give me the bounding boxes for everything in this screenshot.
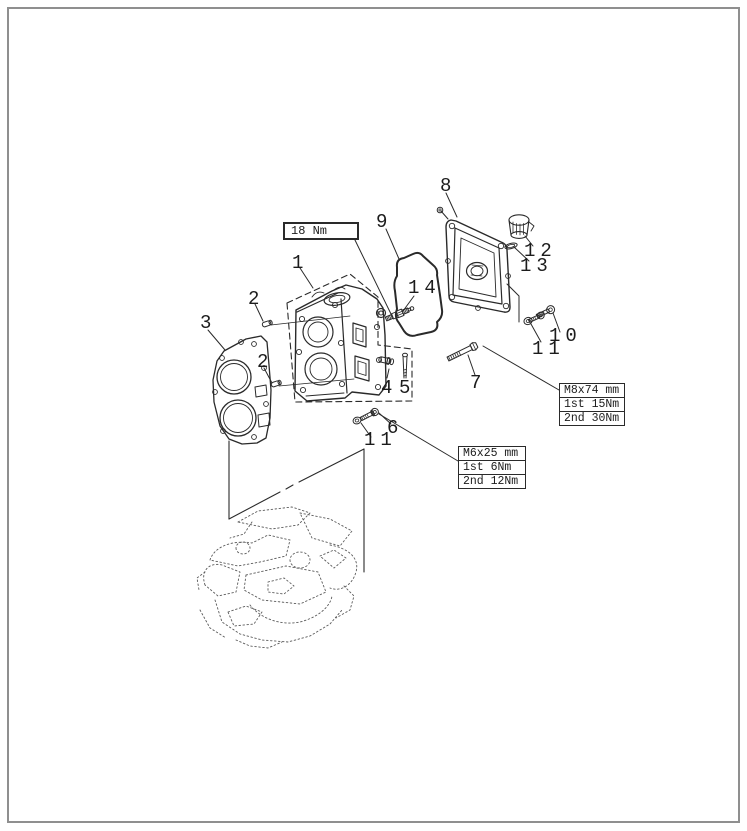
anode-plug-drawing [378,356,395,366]
head-bolt-drawing [446,342,479,362]
cover-screw-drawing [436,206,449,220]
head-gasket-drawing [212,335,272,445]
spec-row: 1st 6Nm [459,461,525,475]
torque-note-box: 18 Nm [283,222,359,240]
callout-9: 9 [376,211,388,233]
callout-1: 1 [292,252,304,274]
callout-5: 5 [399,377,411,399]
valve-cover-drawing [436,206,511,313]
callout-2-upper: 2 [248,288,260,310]
callout-10: 10 [549,325,582,347]
callout-4: 4 [381,377,393,399]
callout-11-upper: 11 [532,338,565,360]
callout-3: 3 [200,312,212,334]
oil-filler-cap-drawing [508,214,535,239]
dashed-enclosure [286,273,413,403]
callout-6: 6 [387,417,399,439]
dowel-pin-drawing [261,319,282,388]
callout-8: 8 [440,175,452,197]
stud-bolt-drawing [402,352,408,379]
callout-2-lower: 2 [257,351,269,373]
callout-12: 12 [524,240,557,262]
leader-lines [207,192,561,462]
cylinder-head-drawing [294,284,387,402]
spec-row: 2nd 12Nm [463,475,519,488]
projection-plane-lines [228,440,365,573]
spec-row: M8x74 mm [560,384,624,398]
callout-13: 13 [520,255,553,277]
cover-gasket-drawing [393,251,444,337]
washer-drawing [523,316,533,326]
engine-block-ghost [196,506,358,649]
spark-plug-drawing [384,306,415,322]
pin-alignment-lines [270,315,355,387]
cover-screws-drawing [523,305,556,326]
spec-row: M6x25 mm [459,447,525,461]
cap-seal-drawing [504,242,518,250]
torque-spec-box-m8: M8x74 mm 1st 15Nm 2nd 30Nm [559,383,625,426]
callout-11-lower: 11 [364,429,397,451]
spec-row: 2nd 30Nm [564,412,620,425]
callout-7: 7 [470,372,482,394]
callout-14: 14 [408,277,441,299]
torque-spec-box-m6: M6x25 mm 1st 6Nm 2nd 12Nm [458,446,526,489]
spec-row: 1st 15Nm [560,398,624,412]
cover-bolt-drawing [352,407,379,425]
washer-drawing [352,416,362,425]
